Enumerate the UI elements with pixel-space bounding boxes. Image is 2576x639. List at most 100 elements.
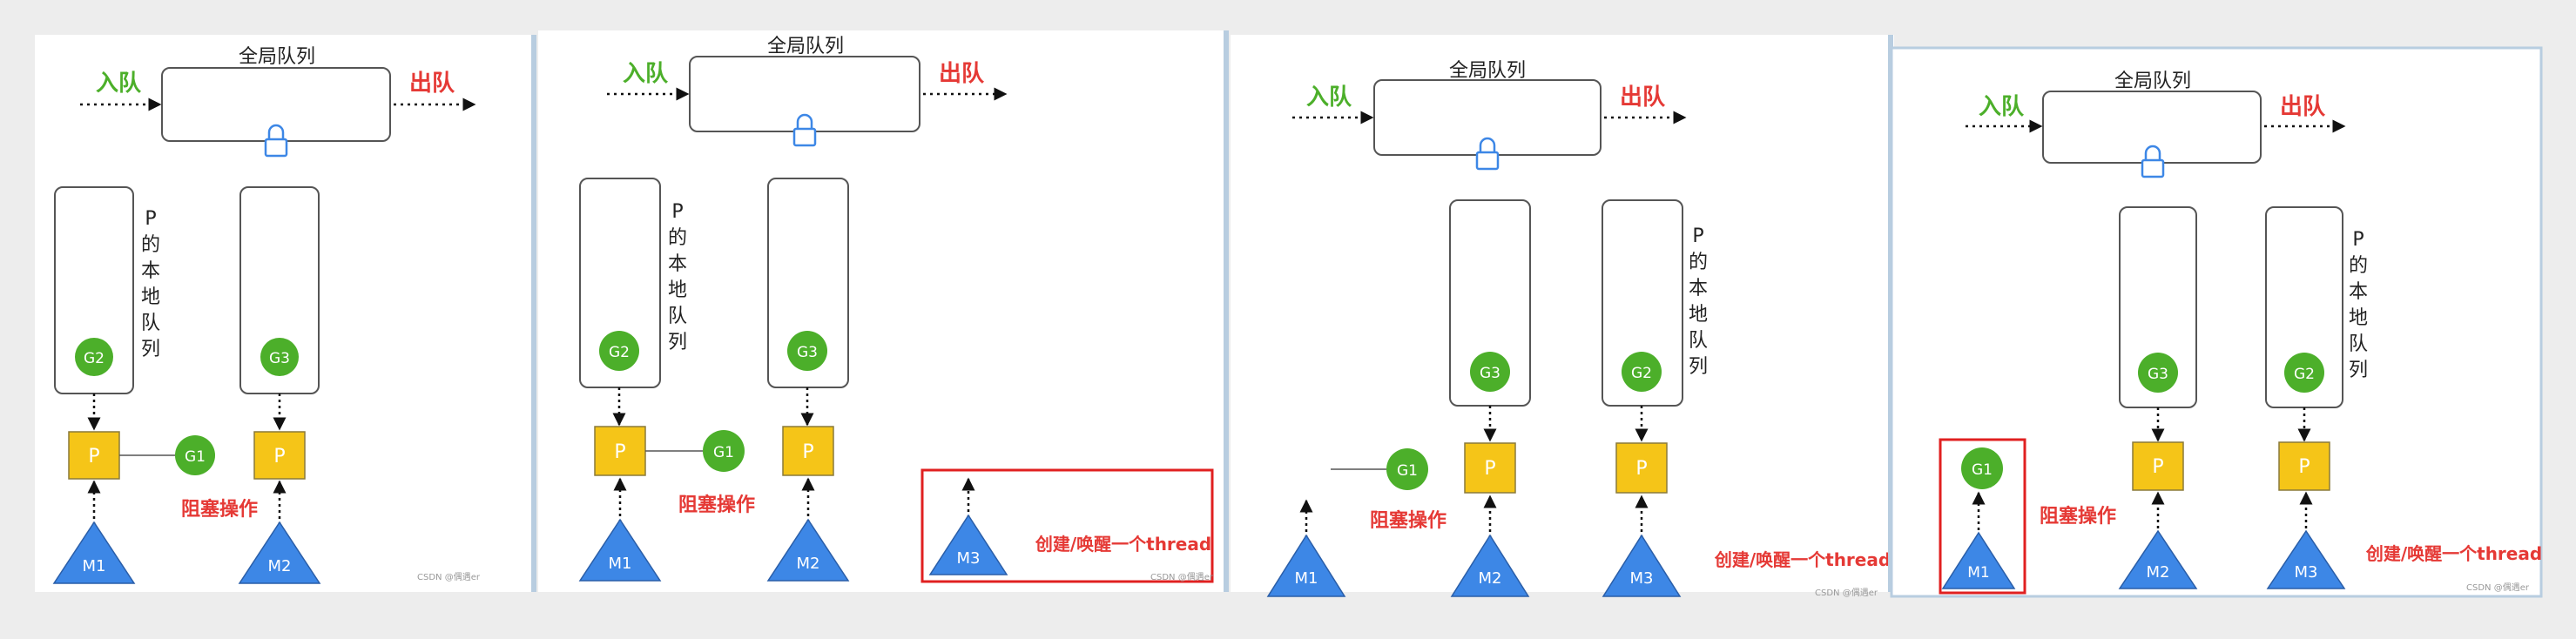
local-queue-label-char: P (145, 208, 156, 230)
blocking-label: 阻塞操作 (678, 494, 755, 516)
blocked-goroutine-label: G1 (1397, 462, 1418, 480)
processor-label: P (273, 446, 285, 467)
machine-triangle (1941, 531, 2016, 589)
blocked-thread-highlight (1939, 438, 2026, 595)
goroutine-label: G3 (1480, 365, 1500, 382)
processor-label: P (2298, 456, 2310, 478)
goroutine-label: G2 (609, 344, 630, 361)
new-machine-label: M3 (957, 549, 981, 568)
local-queue-label-char: 队 (2349, 333, 2368, 355)
local-queue-label-char: 本 (1689, 278, 1708, 299)
machine-triangle (1450, 534, 1530, 597)
global-queue-box (1373, 79, 1602, 156)
machine-triangle (52, 521, 136, 584)
goroutine-label: G2 (84, 350, 105, 367)
panel-divider (1224, 30, 1229, 592)
enqueue-label: 入队 (623, 61, 669, 87)
local-queue-label-char: 队 (1689, 330, 1708, 352)
local-queue-label-char: 列 (141, 339, 160, 360)
local-queue-label-char: P (671, 201, 683, 223)
panel-divider (531, 35, 536, 592)
enqueue-label: 入队 (96, 71, 142, 97)
machine-label: M1 (83, 557, 106, 575)
watermark: CSDN @偶遇er (417, 571, 481, 582)
global-queue-label: 全局队列 (767, 36, 844, 57)
enqueue-label: 入队 (1306, 84, 1352, 111)
processor-label: P (1635, 458, 1647, 480)
machine-label: M2 (797, 555, 820, 573)
goroutine-label: G3 (797, 344, 818, 361)
goroutine (599, 331, 639, 371)
processor-box (1615, 442, 1668, 494)
processor-label: P (2152, 456, 2163, 478)
local-queue-label-char: 队 (141, 313, 160, 334)
global-queue-box (161, 67, 391, 142)
detached-machine-label: M1 (1967, 564, 1989, 582)
processor-box (1464, 442, 1516, 494)
local-queue-label-char: 的 (1689, 252, 1708, 273)
watermark: CSDN @偶遇er (1150, 571, 1214, 582)
machine-triangle (1602, 534, 1682, 597)
processor-box (594, 426, 646, 476)
detached-machine-label: M1 (1295, 569, 1318, 588)
machine-label: M3 (1630, 569, 1654, 588)
machine-triangle (2266, 529, 2346, 589)
goroutine (2138, 353, 2178, 393)
machine-label: M2 (268, 557, 292, 575)
local-queue-label-char: 本 (2349, 281, 2368, 303)
panel-1: 全局队列 入队 出队 G2 P 的 本 地 队 列 G3 P P G1 阻塞操作 (35, 35, 531, 592)
blocked-goroutine (175, 435, 215, 475)
local-queue-label-char: 地 (2349, 307, 2368, 329)
lock-icon (1475, 137, 1500, 171)
create-thread-label: 创建/唤醒一个thread (2365, 543, 2542, 564)
goroutine (260, 338, 299, 376)
panel-4: 全局队列 入队 出队 G3 G2 P 的 本 地 队 列 P P G1 M1 (1890, 46, 2543, 598)
local-queue-label-char: 地 (668, 279, 687, 301)
blocked-goroutine-label: G1 (713, 444, 734, 461)
watermark: CSDN @偶遇er (2466, 582, 2530, 593)
goroutine (1470, 352, 1510, 392)
global-queue-box (2042, 91, 2262, 164)
dequeue-label: 出队 (409, 71, 455, 97)
goroutine-label: G2 (2294, 366, 2315, 383)
global-queue-box (689, 56, 920, 132)
processor-label: P (1484, 458, 1495, 480)
local-queue-label-char: 列 (668, 332, 687, 353)
panel-2: 全局队列 入队 出队 G2 P 的 本 地 队 列 G3 P P G1 阻塞操作 (538, 30, 1224, 592)
local-queue-label-char: 本 (141, 260, 160, 282)
local-queue-label-char: 列 (2349, 360, 2368, 381)
processor-box (2132, 441, 2184, 491)
local-queue-label-char: 地 (1689, 304, 1708, 326)
global-queue-label: 全局队列 (239, 46, 315, 68)
goroutine (75, 338, 113, 376)
processor-box (253, 431, 306, 480)
local-queue-label-char: P (2352, 229, 2364, 251)
machine-triangle (2118, 529, 2198, 589)
goroutine-label: G3 (2148, 366, 2168, 383)
machine-label: M2 (2147, 563, 2170, 582)
local-queue-label-char: 的 (668, 227, 687, 249)
machine-triangle (928, 514, 1008, 575)
create-thread-label: 创建/唤醒一个thread (1035, 534, 1211, 555)
machine-triangle (1266, 534, 1346, 597)
blocking-label: 阻塞操作 (1370, 509, 1446, 532)
create-thread-label: 创建/唤醒一个thread (1714, 549, 1891, 570)
global-queue-label: 全局队列 (2114, 71, 2191, 92)
machine-triangle (238, 521, 321, 584)
goroutine-label: G2 (1631, 365, 1652, 382)
processor-box (68, 431, 120, 480)
machine-triangle (766, 518, 850, 582)
machine-label: M3 (2295, 563, 2318, 582)
enqueue-label: 入队 (1979, 94, 2025, 120)
processor-box (782, 426, 834, 476)
machine-triangle (578, 518, 662, 582)
machine-label: M2 (1479, 569, 1502, 588)
goroutine-label: G3 (269, 350, 290, 367)
blocking-label: 阻塞操作 (181, 498, 258, 521)
blocked-goroutine (1961, 447, 2003, 489)
lock-icon (2141, 145, 2165, 178)
dequeue-label: 出队 (939, 61, 985, 87)
blocked-goroutine-label: G1 (185, 448, 206, 466)
local-queue-label-char: 的 (141, 234, 160, 256)
local-queue-label-char: 队 (668, 306, 687, 327)
